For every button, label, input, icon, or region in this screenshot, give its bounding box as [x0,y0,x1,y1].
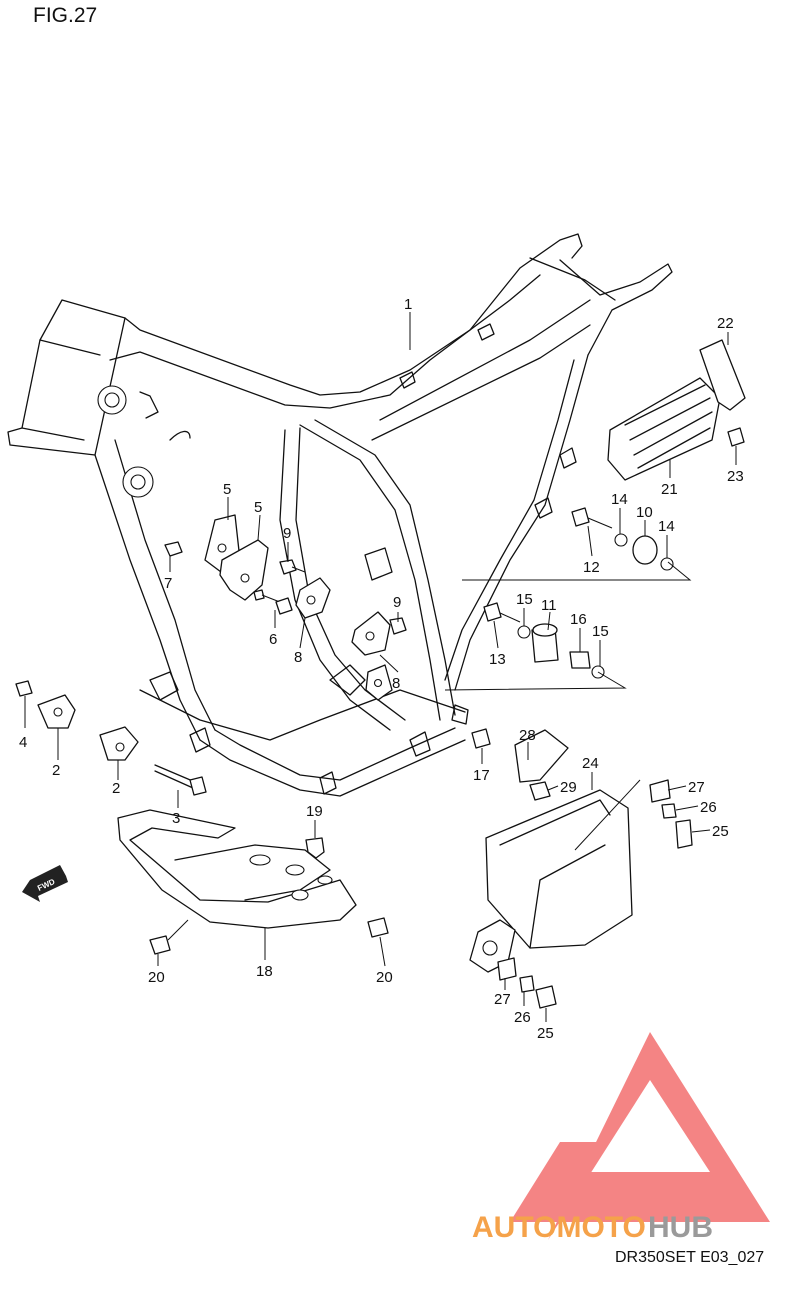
callout-11: 11 [541,597,557,614]
callout-27: 27 [688,779,705,796]
callout-15: 15 [592,623,609,640]
callout-14: 14 [611,491,628,508]
callout-23: 23 [727,468,744,485]
callout-18: 18 [256,963,273,980]
callout-26: 26 [700,799,717,816]
callout-2: 2 [112,780,120,797]
callout-25: 25 [712,823,729,840]
callout-19: 19 [306,803,323,820]
cover-assembly [607,339,746,481]
callout-8: 8 [392,675,400,692]
callout-5: 5 [254,499,262,516]
mount-hardware-right [444,507,692,691]
callout-2: 2 [52,762,60,779]
fwd-arrow-icon: FWD [22,865,68,902]
battery-box-part-24 [469,729,693,1009]
callout-13: 13 [489,651,506,668]
callout-21: 21 [661,481,678,498]
callout-14: 14 [658,518,675,535]
callout-leader-lines [24,312,737,1022]
figure-label: FIG.27 [33,4,97,27]
callout-3: 3 [172,810,180,827]
callout-20: 20 [376,969,393,986]
callout-8: 8 [294,649,302,666]
callout-6: 6 [269,631,277,648]
callout-numbers: 1 2 2 3 4 5 5 6 7 8 8 9 9 10 11 12 13 14… [19,296,744,1042]
callout-22: 22 [717,315,734,332]
callout-7: 7 [164,575,172,592]
watermark-logo: AUTOMOTO HUB [472,1032,770,1244]
callout-25: 25 [537,1025,554,1042]
engine-mount-brackets [204,514,393,701]
callout-27: 27 [494,991,511,1008]
callout-24: 24 [582,755,599,772]
callout-9: 9 [283,525,291,542]
callout-16: 16 [570,611,587,628]
main-frame-part-1 [7,233,673,797]
watermark-text-orange: AUTOMOTO [472,1211,646,1244]
callout-15: 15 [516,591,533,608]
callout-5: 5 [223,481,231,498]
callout-12: 12 [583,559,600,576]
callout-26: 26 [514,1009,531,1026]
skid-plate-part-18 [117,809,389,955]
watermark-text-gray: HUB [648,1211,713,1244]
callout-10: 10 [636,504,653,521]
callout-9: 9 [393,594,401,611]
watermark-triangle-outer [510,1032,770,1240]
callout-28: 28 [519,727,536,744]
bolts-left-cluster [15,541,491,859]
callout-17: 17 [473,767,490,784]
callout-29: 29 [560,779,577,796]
callout-1: 1 [404,296,412,313]
callout-4: 4 [19,734,27,751]
diagram-code: DR350SET E03_027 [615,1249,764,1266]
callout-20: 20 [148,969,165,986]
